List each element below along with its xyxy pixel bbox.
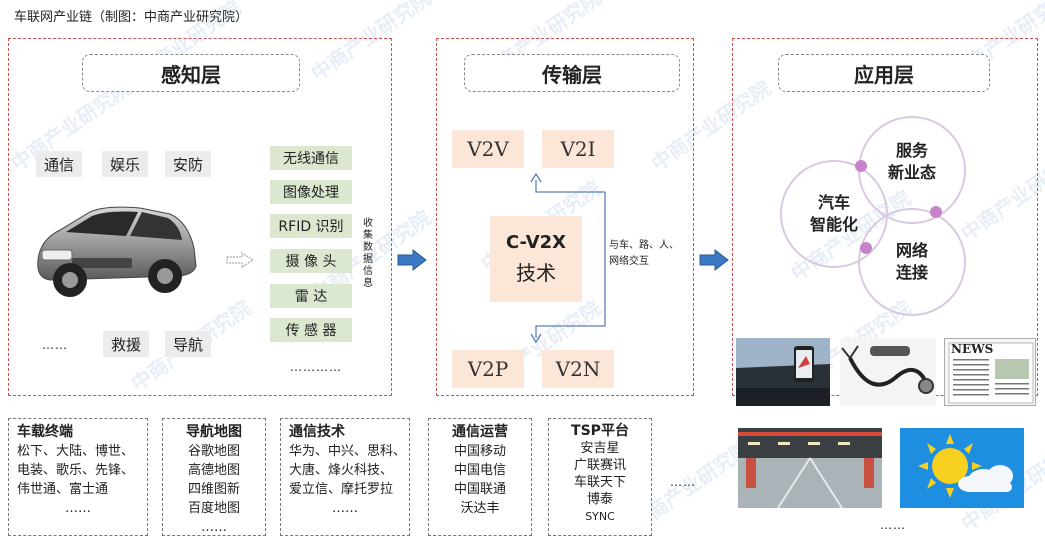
newspaper-label: NEWS bbox=[951, 342, 994, 356]
box-line: 沃达丰 bbox=[460, 501, 500, 516]
tag-rescue: 救援 bbox=[103, 331, 149, 357]
car-illustration bbox=[30, 200, 200, 305]
circle-network bbox=[858, 208, 966, 316]
box-tsp-platform: TSP平台 安吉星 广联赛讯 车联天下 博泰 SYNC bbox=[548, 418, 652, 536]
circle-smart-car-label: 汽车 智能化 bbox=[794, 192, 874, 236]
box-line: 百度地图 bbox=[187, 501, 240, 516]
tech-image-processing: 图像处理 bbox=[270, 180, 352, 204]
tech-rfid: RFID 识别 bbox=[270, 214, 352, 238]
collect-char: 据 bbox=[363, 254, 373, 265]
circle-service-label: 服务 新业态 bbox=[872, 140, 952, 184]
box-line: 中国移动 bbox=[453, 444, 506, 459]
sun-cloud-icon bbox=[900, 428, 1024, 508]
tech-more: ………… bbox=[290, 360, 342, 374]
box-line: 四维图新 bbox=[187, 482, 240, 497]
intersection-dot bbox=[860, 242, 872, 254]
photo-parking-garage bbox=[738, 428, 882, 508]
box-title: 通信技术 bbox=[289, 424, 345, 440]
cv2x-connector bbox=[520, 170, 620, 354]
box-navigation-map: 导航地图 谷歌地图 高德地图 四维图新 百度地图 …… bbox=[162, 418, 266, 536]
collect-char: 数 bbox=[363, 242, 373, 253]
photo-newspaper: NEWS bbox=[944, 338, 1036, 406]
sense-more: …… bbox=[42, 338, 68, 352]
box-line: 中国联通 bbox=[453, 482, 506, 497]
sense-layer-header: 感知层 bbox=[82, 54, 300, 92]
box-vehicle-terminal: 车载终端 松下、大陆、博世、 电装、歌乐、先锋、 伟世通、富士通 …… bbox=[8, 418, 148, 536]
photo-car-navigation bbox=[736, 338, 830, 406]
interaction-note-line: 与车、路、人、 bbox=[609, 240, 679, 251]
tag-entertainment: 娱乐 bbox=[102, 151, 148, 177]
photo-stethoscope bbox=[840, 338, 936, 406]
outline-arrow-icon bbox=[226, 252, 254, 272]
application-layer-header: 应用层 bbox=[778, 54, 990, 92]
cv2x-title: C-V2X bbox=[505, 232, 567, 253]
box-line: 中国电信 bbox=[453, 463, 506, 478]
box-title: 车载终端 bbox=[17, 424, 73, 440]
box-telecom-operator: 通信运营 中国移动 中国电信 中国联通 沃达丰 bbox=[428, 418, 532, 536]
box-more: …… bbox=[201, 520, 227, 535]
sense-layer-panel bbox=[8, 38, 392, 396]
tech-camera: 摄 像 头 bbox=[270, 249, 352, 273]
box-communication-tech: 通信技术 华为、中兴、思科、 大唐、烽火科技、 爱立信、摩托罗拉 …… bbox=[280, 418, 410, 536]
collect-char: 信 bbox=[363, 266, 373, 277]
photo-weather bbox=[900, 428, 1024, 508]
box-more: …… bbox=[65, 501, 91, 516]
tag-navigation: 导航 bbox=[165, 331, 211, 357]
box-line: 华为、中兴、思科、 bbox=[289, 444, 407, 459]
interaction-note: 与车、路、人、 网络交互 bbox=[609, 238, 679, 270]
box-title: TSP平台 bbox=[571, 423, 629, 439]
collect-char: 集 bbox=[363, 230, 373, 241]
box-line: 电装、歌乐、先锋、 bbox=[17, 463, 135, 478]
collect-char: 收 bbox=[363, 218, 373, 229]
v2n-box: V2N bbox=[542, 350, 614, 388]
v2v-box: V2V bbox=[452, 130, 524, 168]
circle-label-line: 服务 bbox=[895, 141, 928, 160]
circle-label-line: 新业态 bbox=[887, 163, 936, 182]
box-line: 博泰 bbox=[586, 492, 613, 507]
flow-arrow-icon bbox=[397, 248, 427, 275]
circle-label-line: 连接 bbox=[895, 263, 928, 282]
flow-arrow-icon bbox=[699, 248, 729, 275]
circle-network-label: 网络 连接 bbox=[872, 240, 952, 284]
circle-label-line: 智能化 bbox=[809, 215, 858, 234]
cv2x-subtitle: 技术 bbox=[516, 261, 556, 285]
tech-sensor: 传 感 器 bbox=[270, 318, 352, 342]
box-line: 车联天下 bbox=[573, 475, 626, 490]
bottom-more: …… bbox=[670, 475, 696, 489]
interaction-note-line: 网络交互 bbox=[609, 256, 649, 267]
car-icon bbox=[37, 206, 197, 297]
tag-communication: 通信 bbox=[36, 151, 82, 177]
box-line: 爱立信、摩托罗拉 bbox=[289, 482, 394, 497]
intersection-dot bbox=[855, 160, 867, 172]
v2p-box: V2P bbox=[452, 350, 524, 388]
intersection-dot bbox=[930, 206, 942, 218]
transmission-layer-header: 传输层 bbox=[464, 54, 680, 92]
box-line: 高德地图 bbox=[187, 463, 240, 478]
collect-char: 息 bbox=[363, 278, 373, 289]
cv2x-core-box: C-V2X 技术 bbox=[490, 216, 582, 302]
box-title: 导航地图 bbox=[186, 424, 242, 440]
box-line: 安吉星 bbox=[580, 441, 620, 456]
box-title: 通信运营 bbox=[452, 424, 508, 440]
v2i-box: V2I bbox=[542, 130, 614, 168]
circle-label-line: 汽车 bbox=[817, 193, 850, 212]
box-line: 松下、大陆、博世、 bbox=[17, 444, 135, 459]
box-line: SYNC bbox=[585, 510, 615, 523]
box-more: …… bbox=[332, 501, 358, 516]
box-line: 广联赛讯 bbox=[573, 458, 626, 473]
tech-radar: 雷 达 bbox=[270, 284, 352, 308]
transmission-layer-panel bbox=[436, 38, 694, 396]
collect-data-label: 收 集 数 据 信 息 bbox=[362, 218, 374, 290]
box-line: 大唐、烽火科技、 bbox=[289, 463, 394, 478]
tech-wireless: 无线通信 bbox=[270, 146, 352, 170]
circle-label-line: 网络 bbox=[895, 241, 928, 260]
box-line: 谷歌地图 bbox=[187, 444, 240, 459]
tag-security: 安防 bbox=[165, 151, 211, 177]
page-title: 车联网产业链（制图：中商产业研究院） bbox=[14, 10, 249, 25]
box-line: 伟世通、富士通 bbox=[17, 482, 109, 497]
app-more: …… bbox=[880, 518, 906, 532]
